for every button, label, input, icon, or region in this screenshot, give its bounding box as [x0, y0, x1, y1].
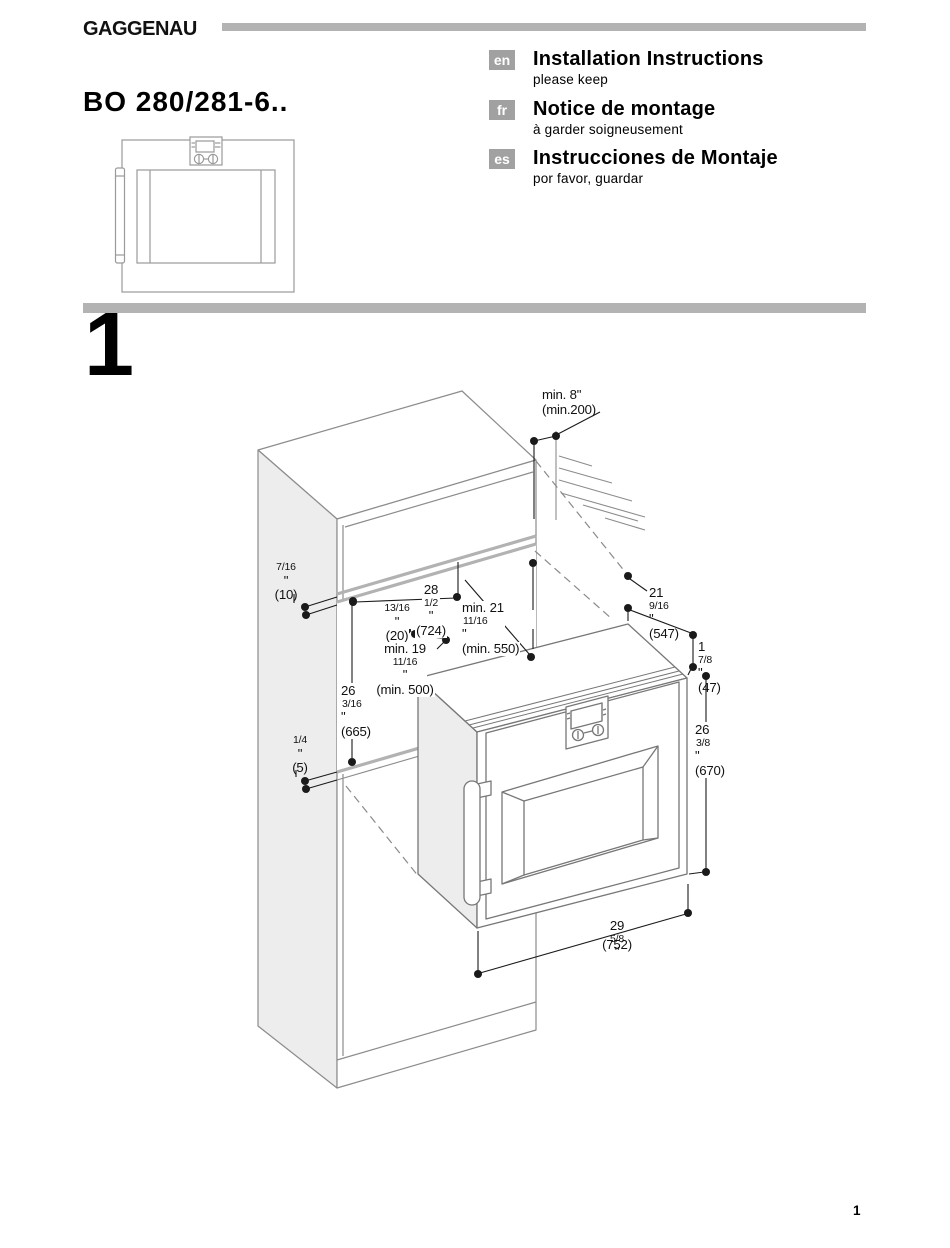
subtitle-fr: à garder soigneusement — [533, 121, 683, 137]
oven-door-window — [501, 745, 659, 885]
section-divider-bar — [83, 303, 866, 313]
page-number: 1 — [853, 1203, 861, 1218]
dim-label-niche-height: 26 3/16"(665) — [340, 683, 372, 740]
dim-front-protrusion — [687, 638, 710, 680]
language-badge-en: en — [489, 50, 515, 70]
dim-label-niche-depth: min. 21 11/16"(min. 550) — [461, 600, 521, 657]
dim-bottom-gap — [295, 770, 338, 793]
insertion-dashed-lines — [345, 460, 627, 878]
wall-section-hatching — [555, 431, 646, 531]
subtitle-en: please keep — [533, 72, 609, 87]
oven-front-thumbnail — [114, 136, 295, 293]
dim-label-bottom-clear-depth: min. 19 11/16"(min. 500) — [375, 641, 435, 698]
dim-label-appliance-depth: 21 9/16"(547) — [649, 585, 679, 641]
dim-label-appliance-height: 26 3/8"(670) — [694, 722, 726, 779]
dim-top-gap — [293, 594, 338, 619]
title-fr: Notice de montage — [533, 97, 716, 120]
step-number: 1 — [84, 295, 134, 395]
dim-label-bottom-gap: 1/4"(5) — [292, 734, 308, 776]
brand-logo: GAGGENAU — [83, 18, 197, 40]
oven-isometric — [417, 623, 688, 929]
model-number: BO 280/281-6.. — [83, 86, 289, 117]
dim-label-appliance-width-mm: (752) — [602, 937, 632, 952]
language-badge-fr: fr — [489, 99, 515, 120]
oven-door-handle — [463, 780, 492, 906]
language-title-block: en Installation Instructions please keep… — [489, 48, 778, 197]
oven-control-panel — [565, 695, 609, 750]
dim-label-front-recess: 13/16"(20) — [382, 602, 412, 644]
dim-niche-height — [348, 597, 357, 766]
dim-appliance-depth — [624, 572, 697, 639]
dim-label-appliance-width-inch: 29 5/8" — [609, 918, 625, 960]
dim-label-top-gap: 7/16"(10) — [274, 561, 298, 603]
dim-label-front-protrusion: 1 7/8"(47) — [698, 639, 721, 695]
dim-label-side-wall-clearance: min. 8"(min.200) — [542, 387, 596, 417]
dim-side-wall-clearance — [530, 411, 601, 519]
title-en: Installation Instructions — [533, 48, 764, 70]
thumbnail-control-panel — [189, 136, 223, 166]
language-row-es: es Instrucciones de Montaje por favor, g… — [489, 147, 778, 188]
header-divider-bar — [222, 23, 866, 31]
dim-label-niche-width: 28 1/2"(724) — [415, 582, 447, 639]
language-badge-es: es — [489, 149, 515, 170]
subtitle-es: por favor, guardar — [533, 171, 644, 187]
language-row-en: en Installation Instructions please keep — [489, 48, 778, 89]
dim-appliance-height — [688, 679, 710, 876]
dimension-annotations — [293, 411, 710, 978]
title-es: Instrucciones de Montaje — [533, 147, 778, 170]
dim-appliance-width — [474, 884, 692, 978]
language-row-fr: fr Notice de montage à garder soigneusem… — [489, 98, 778, 139]
